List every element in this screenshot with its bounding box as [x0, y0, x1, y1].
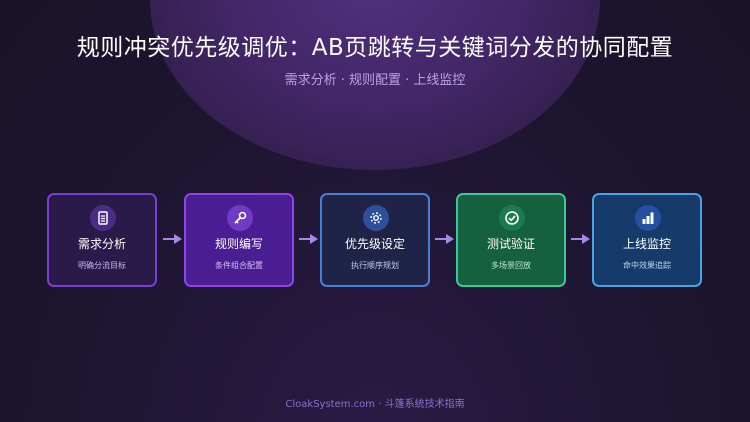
step-card-priority: 优先级设定 执行顺序规划 [320, 193, 430, 287]
arrow-right-icon [435, 234, 454, 244]
step-description: 条件组合配置 [215, 261, 263, 270]
step-title: 需求分析 [77, 237, 126, 251]
page-title: 规则冲突优先级调优：AB页跳转与关键词分发的协同配置 [76, 35, 674, 61]
process-flow: 需求分析 明确分流目标 规则编写 条件组合配置 优先级设定 执行顺序规划 测试验… [47, 193, 707, 289]
key-icon [227, 205, 253, 231]
arrow-right-icon [571, 234, 590, 244]
arrow-right-icon [163, 234, 182, 244]
step-title: 测试验证 [486, 237, 535, 251]
step-title: 上线监控 [622, 237, 671, 251]
footer-credit: CloakSystem.com · 斗篷系统技术指南 [285, 399, 465, 410]
document-icon [90, 205, 116, 231]
step-description: 执行顺序规划 [351, 261, 399, 270]
step-card-rule-writing: 规则编写 条件组合配置 [184, 193, 294, 287]
step-card-requirements: 需求分析 明确分流目标 [47, 193, 157, 287]
step-description: 明确分流目标 [78, 261, 126, 270]
step-title: 规则编写 [214, 237, 263, 251]
check-circle-icon [499, 205, 525, 231]
step-title: 优先级设定 [344, 237, 405, 251]
gear-icon [363, 205, 389, 231]
step-description: 多场景回放 [491, 261, 531, 270]
step-card-monitoring: 上线监控 命中效果追踪 [592, 193, 702, 287]
page-subtitle: 需求分析 · 规则配置 · 上线监控 [284, 73, 466, 88]
step-description: 命中效果追踪 [623, 261, 671, 270]
arrow-right-icon [299, 234, 318, 244]
step-card-testing: 测试验证 多场景回放 [456, 193, 566, 287]
bar-chart-icon [635, 205, 661, 231]
